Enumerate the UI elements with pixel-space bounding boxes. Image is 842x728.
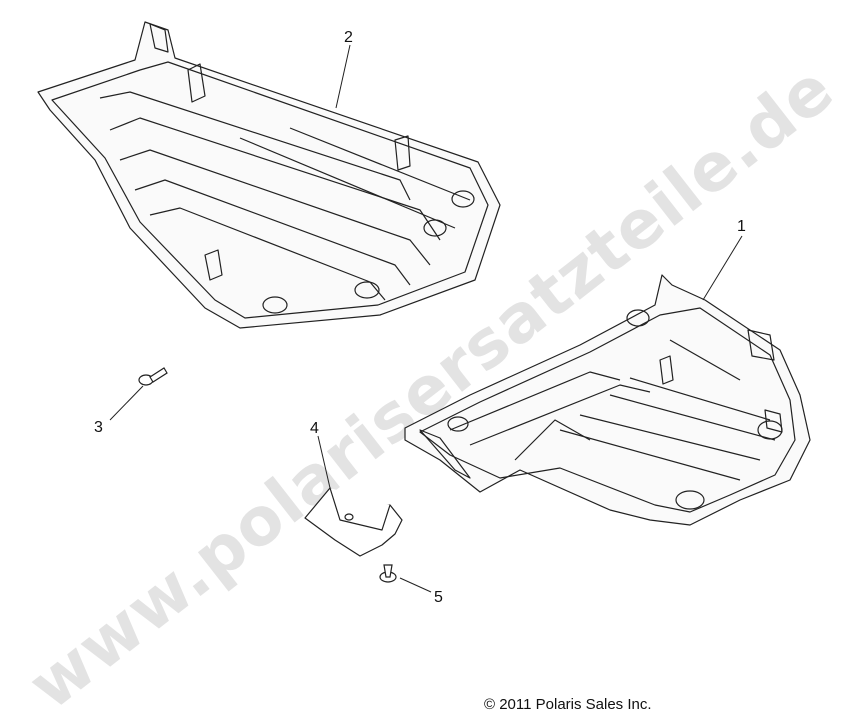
callout-1: 1 — [737, 218, 746, 235]
part-4-bracket — [304, 487, 403, 557]
part-5-screw — [379, 564, 397, 583]
callout-3: 3 — [94, 419, 103, 436]
copyright-notice: © 2011 Polaris Sales Inc. — [484, 696, 652, 713]
part-1-skid-plate — [404, 274, 811, 526]
part-2-skid-plate — [37, 21, 501, 329]
callout-2: 2 — [344, 29, 353, 46]
callout-4: 4 — [310, 420, 319, 437]
callout-5: 5 — [434, 589, 443, 606]
part-3-bolt — [138, 367, 168, 386]
leader-lines — [109, 44, 743, 593]
